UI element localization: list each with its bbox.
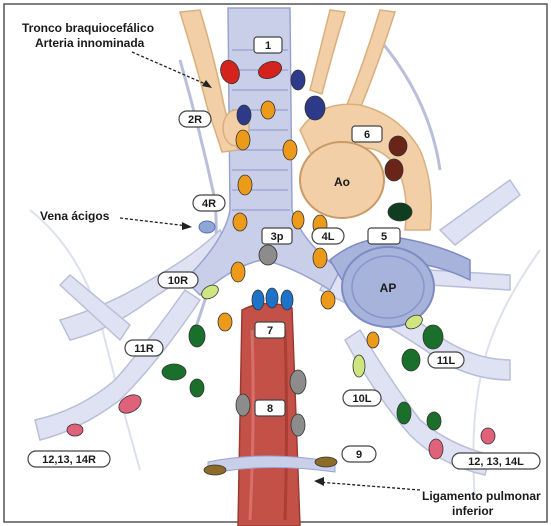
- node-station-12l: [481, 428, 495, 444]
- svg-text:10L: 10L: [353, 393, 372, 405]
- node-station-11l: [423, 325, 443, 349]
- node-orange: [238, 175, 252, 195]
- inferior-label: inferior: [452, 504, 494, 518]
- node-station-9: [315, 457, 337, 467]
- node-station-10l: [353, 355, 365, 377]
- node-orange: [292, 211, 304, 229]
- node-station-11l: [427, 412, 441, 430]
- node-station-8: [290, 370, 306, 394]
- node-station-11l: [402, 349, 420, 371]
- ligamento-arrow: [318, 482, 420, 490]
- station-label-12r: 12,13, 14R: [28, 451, 110, 467]
- svg-text:8: 8: [267, 403, 273, 415]
- station-label-11l: 11L: [428, 352, 464, 368]
- ligamento-label: Ligamento pulmonar: [422, 489, 541, 503]
- node-station-7: [266, 288, 278, 308]
- svg-text:6: 6: [364, 129, 370, 141]
- node-station-12r: [67, 424, 83, 436]
- ligamento-arrowhead: [314, 477, 324, 486]
- svg-text:10R: 10R: [168, 275, 188, 287]
- node-orange: [321, 291, 335, 309]
- node-orange: [218, 313, 232, 331]
- node-blue: [305, 96, 325, 120]
- vena-arrow: [120, 218, 188, 226]
- station-label-8: 8: [255, 400, 285, 416]
- vena-label: Vena ácigos: [40, 209, 110, 223]
- svg-text:1: 1: [265, 40, 271, 52]
- node-orange: [283, 140, 297, 160]
- node-station-9: [204, 465, 226, 475]
- node-orange: [231, 262, 245, 282]
- left-carotid-artery: [310, 10, 345, 94]
- svg-text:11R: 11R: [134, 343, 154, 355]
- node-station-5: [388, 203, 412, 221]
- svg-text:9: 9: [356, 449, 362, 461]
- node-orange: [367, 332, 379, 348]
- node-station-8: [291, 414, 305, 436]
- node-station-11r: [190, 379, 204, 397]
- node-station-7: [252, 290, 264, 310]
- station-label-7: 7: [255, 322, 285, 338]
- node-orange: [233, 213, 247, 231]
- svg-text:12,13, 14R: 12,13, 14R: [42, 454, 96, 466]
- svg-text:4L: 4L: [322, 231, 335, 243]
- node-station-11r: [162, 364, 186, 380]
- station-label-9: 9: [342, 446, 376, 462]
- vena-arrowhead: [182, 222, 192, 230]
- node-station-3p: [259, 245, 277, 265]
- svg-text:7: 7: [267, 325, 273, 337]
- node-station-6: [389, 136, 407, 156]
- node-orange: [261, 101, 275, 119]
- arteria-label: Arteria innominada: [35, 36, 145, 50]
- station-label-4r: 4R: [193, 195, 225, 211]
- node-orange: [313, 248, 327, 268]
- node-station-11l: [397, 402, 411, 424]
- node-station-12l: [429, 439, 443, 459]
- svg-text:5: 5: [381, 231, 387, 243]
- pulmonary-artery-label: AP: [380, 281, 397, 295]
- node-station-7: [281, 290, 293, 310]
- node-station-6: [385, 159, 403, 181]
- svg-text:4R: 4R: [202, 198, 216, 210]
- svg-text:2R: 2R: [188, 114, 202, 126]
- station-label-2r: 2R: [179, 111, 211, 127]
- station-label-1: 1: [254, 37, 282, 53]
- aorta-label: Ao: [334, 175, 350, 189]
- tronco-label: Tronco braquiocefálico: [22, 21, 154, 35]
- svg-text:12, 13, 14L: 12, 13, 14L: [468, 456, 524, 468]
- station-label-4l: 4L: [312, 228, 344, 244]
- node-station-8: [236, 394, 250, 416]
- node-blue: [291, 70, 305, 90]
- left-subclavian-artery: [345, 10, 395, 114]
- station-label-10r: 10R: [158, 272, 198, 288]
- node-blue: [237, 105, 251, 125]
- svg-text:3p: 3p: [271, 231, 284, 243]
- station-label-5: 5: [368, 228, 400, 244]
- station-label-12l: 12, 13, 14L: [452, 453, 540, 469]
- station-label-10l: 10L: [343, 390, 381, 406]
- node-orange: [236, 130, 250, 150]
- station-label-6: 6: [352, 126, 382, 142]
- node-station-11r: [189, 325, 205, 347]
- station-label-3p: 3p: [262, 228, 292, 244]
- vena-azygos-node: [199, 221, 215, 233]
- station-label-11r: 11R: [125, 340, 163, 356]
- svg-text:11L: 11L: [437, 355, 456, 367]
